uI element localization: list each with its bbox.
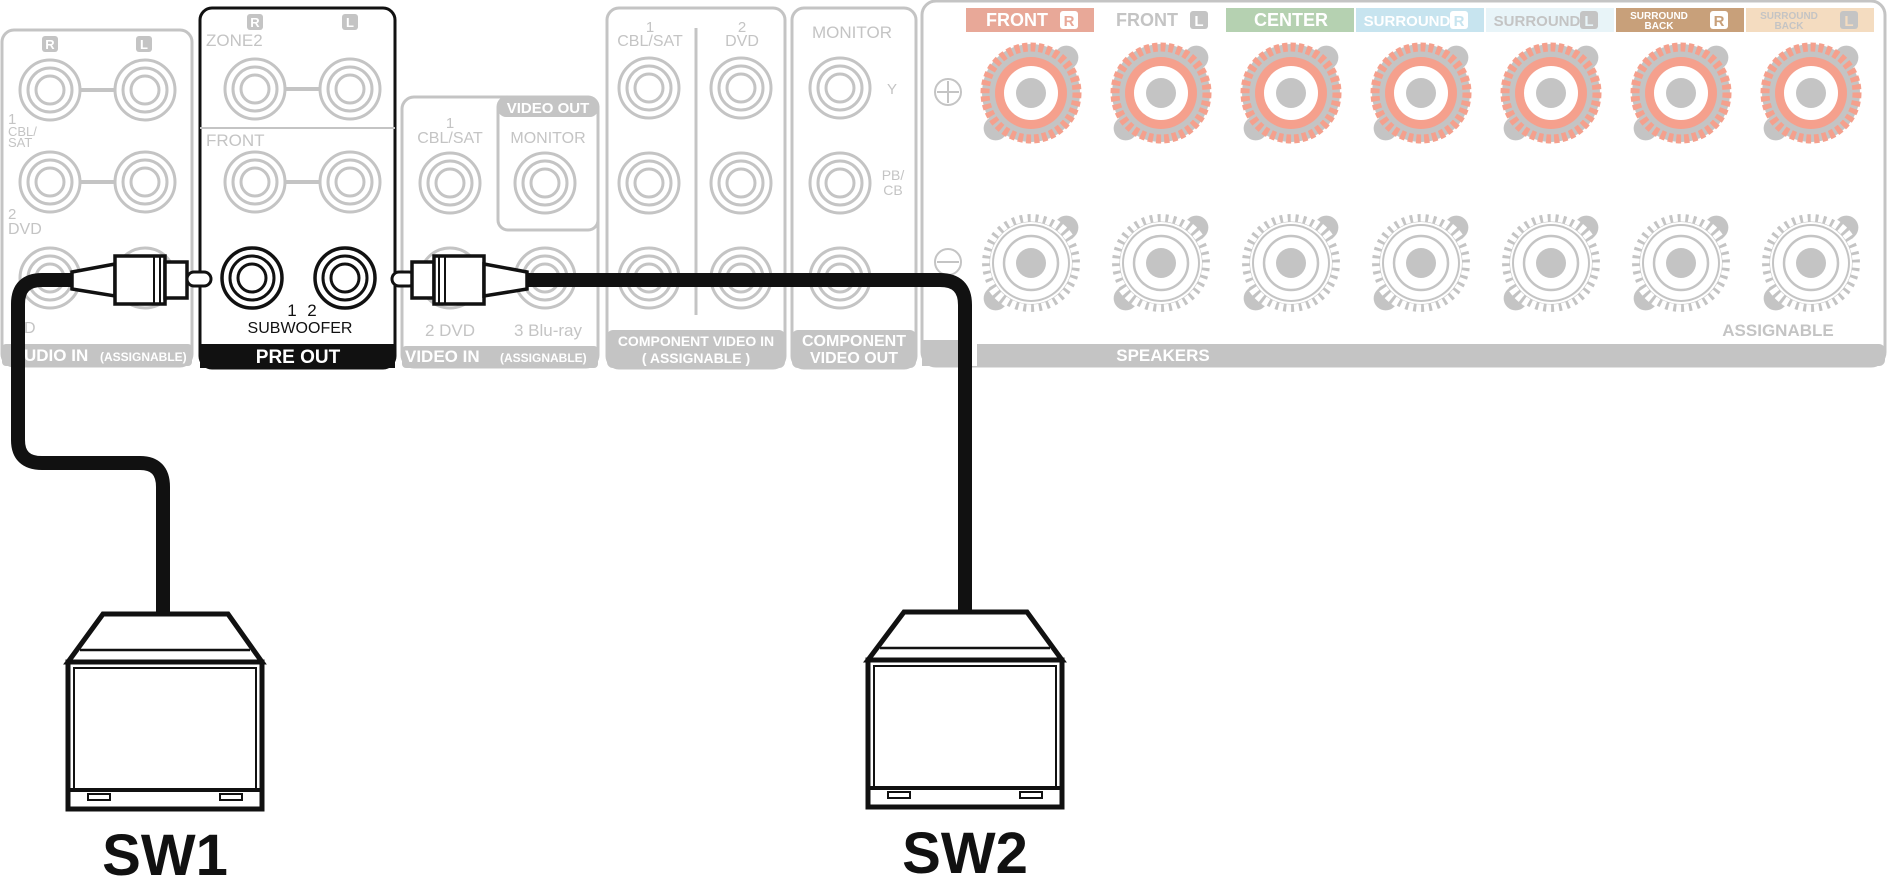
audio-in-r-badge: R [45,37,55,52]
channel-label: CENTER [1254,10,1328,30]
channel-label: SURROUND [1494,13,1581,30]
audio-in-1-num: 1 [8,111,16,128]
speaker-channel: CENTER [1226,8,1354,315]
rca-plug-sw2-icon [390,254,529,306]
l-badge-icon [342,14,358,30]
subwoofer-2-num: 2 [307,301,316,320]
channel-label: BACK [1645,21,1675,32]
rca-plug-sw1-icon [70,254,213,306]
audio-in-footer-small: (ASSIGNABLE) [100,350,187,364]
zone2-label: ZONE2 [206,31,263,50]
channel-badge-icon [1710,11,1728,29]
channel-label: SURROUND [1364,13,1451,30]
channel-badge: L [1844,13,1853,30]
component-video-out-panel: MONITOR Y PB/ CB COMPONENT VIDEO OUT [790,6,918,370]
sw2-label: SW2 [902,821,1028,886]
component-in-1-num: 1 [646,19,654,36]
channel-badge-icon [1450,11,1468,29]
subwoofer-icon [63,611,267,812]
r-badge-icon [247,14,263,30]
pre-out-panel: R L ZONE2 FRONT 1 2 SUBWOOFER PRE OUT [198,6,397,370]
channel-badge: L [1194,13,1203,30]
sw1-label: SW1 [102,823,228,888]
pre-out-r-badge: R [250,15,260,30]
audio-in-1-name-b: SAT [8,135,32,150]
channel-label: SURROUND [1630,11,1688,22]
video-in-1-num: 1 [446,115,454,132]
component-in-1-name: CBL/SAT [617,33,683,50]
assignable-label: ASSIGNABLE [1722,321,1833,340]
cable-sw2 [390,254,972,615]
speaker-channel: FRONT L [1096,8,1224,315]
video-in-footer-small: (ASSIGNABLE) [500,351,587,365]
component-in-2-name: DVD [725,33,759,50]
video-out-header: VIDEO OUT [507,100,590,117]
audio-in-panel: R L 1 CBL/ SAT 2 DVD D UDIO IN (ASSIGNAB… [0,28,194,368]
video-in-1-name: CBL/SAT [417,130,483,147]
component-out-pb-label: PB/ [882,167,905,183]
subwoofer-1-num: 1 [287,301,296,320]
component-in-footer-1: COMPONENT VIDEO IN [618,333,774,349]
channel-badge: R [1064,13,1075,30]
channel-badge-icon [1060,11,1078,29]
speakers-panel: SPEAKERS ASSIGNABLE FRONT R FRONT L CENTER SU… [920,0,1887,368]
audio-in-l-badge: L [140,37,148,52]
component-out-footer-1: COMPONENT [802,333,906,350]
plus-polarity-icon [934,78,962,106]
subwoofer-1-jack-icon[interactable] [220,246,284,310]
audio-in-3-name: D [24,320,36,337]
video-in-3-name: 3 Blu-ray [514,321,583,340]
subwoofer-label: SUBWOOFER [248,320,353,337]
channel-label-band [1226,8,1354,32]
channel-label: BACK [1775,21,1805,32]
subwoofer-icon [863,609,1067,810]
video-in-2-name: 2 DVD [425,321,475,340]
pre-out-l-badge: L [346,15,354,30]
component-in-footer-2: ( ASSIGNABLE ) [642,350,750,366]
channel-badge-icon [1840,11,1858,29]
video-out-monitor-label: MONITOR [510,130,585,147]
front-preout-label: FRONT [206,131,265,150]
component-out-y-label: Y [887,81,897,98]
audio-in-1-name-a: CBL/ [8,124,37,139]
component-out-monitor-label: MONITOR [812,23,892,42]
channel-label: FRONT [986,10,1048,30]
component-out-footer-2: VIDEO OUT [810,350,898,367]
subwoofer-2-jack-icon[interactable] [313,246,377,310]
subwoofer-sw1[interactable]: SW1 [63,611,267,888]
l-badge-icon [136,36,152,52]
audio-in-footer: UDIO IN [24,346,88,365]
audio-in-2-num: 2 [8,206,16,223]
component-out-cb-label: CB [883,182,902,198]
subwoofer-sw2[interactable]: SW2 [863,609,1067,886]
channel-label: SURROUND [1760,11,1818,22]
channel-badge-icon [1580,11,1598,29]
speakers-footer: SPEAKERS [1116,346,1210,365]
pre-out-footer: PRE OUT [256,347,341,368]
cable-sw1 [11,254,213,615]
channel-label: FRONT [1116,10,1178,30]
component-video-in-panel: 1 CBL/SAT 2 DVD COMPONENT VIDEO IN ( ASS… [605,6,787,370]
channel-badge: R [1714,13,1725,30]
video-in-panel: VIDEO OUT 1 CBL/SAT MONITOR 2 DVD 3 Blu-… [400,95,600,369]
channel-badge: L [1584,13,1593,30]
channel-badge: R [1454,13,1465,30]
channel-badge-icon [1190,11,1208,29]
r-badge-icon [42,36,58,52]
video-in-footer: VIDEO IN [405,347,480,366]
audio-in-2-name: DVD [8,221,42,238]
component-in-2-num: 2 [738,19,746,36]
speaker-channel: FRONT R [966,8,1094,315]
